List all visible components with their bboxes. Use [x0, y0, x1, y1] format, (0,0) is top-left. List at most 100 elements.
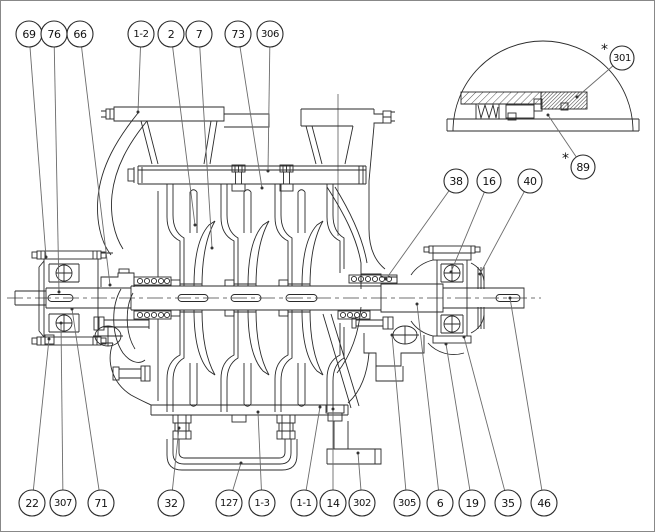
balloon-label: 305 — [398, 498, 416, 509]
leader-line — [81, 46, 111, 286]
leader-dot — [108, 283, 112, 287]
leader-line — [29, 46, 47, 258]
casing-tie-band-top — [127, 164, 367, 192]
leader-dot — [193, 223, 197, 227]
leader-dot — [508, 296, 512, 300]
balloon-label: 40 — [523, 175, 537, 188]
balloon-circle — [290, 489, 318, 517]
balloon-circle — [157, 489, 185, 517]
leader-dot — [318, 405, 322, 409]
balloon-label: 306 — [261, 29, 279, 40]
star-mark: * — [601, 42, 608, 58]
left-gland — [93, 268, 172, 382]
balloon-label: 1-3 — [254, 498, 269, 509]
leader-line — [479, 191, 525, 275]
balloon-circle — [530, 489, 558, 517]
balloon-circle — [248, 489, 276, 517]
callout-balloon-301: 301* — [575, 42, 635, 99]
balloon-circle — [476, 168, 502, 194]
balloon-label: 66 — [73, 28, 87, 41]
leader-dot — [384, 277, 388, 281]
leader-line — [357, 452, 362, 491]
balloon-circle — [517, 168, 543, 194]
balloon-label: 76 — [47, 28, 61, 41]
leader-dot — [59, 321, 63, 325]
leader-dot — [210, 246, 214, 250]
leader-dot — [415, 302, 419, 306]
impeller-stages-mirror — [167, 310, 344, 412]
balloon-label: 302 — [353, 498, 371, 509]
balloon-label: 73 — [231, 28, 245, 41]
leader-line — [385, 190, 450, 280]
leader-dot — [47, 337, 51, 341]
callout-balloon-307: 307 — [49, 321, 77, 517]
balloon-circle — [609, 45, 635, 71]
leader-dot — [390, 333, 394, 337]
centerline — [7, 94, 541, 299]
callout-balloon-38: 38 — [384, 168, 469, 281]
leader-dot — [239, 461, 243, 465]
balloon-label: 2 — [168, 28, 175, 41]
balloon-circle — [393, 489, 421, 517]
callout-balloon-89: 89 * — [546, 113, 596, 180]
balloon-label: 16 — [482, 175, 496, 188]
leader-line — [53, 46, 60, 293]
balloon-circle — [570, 154, 596, 180]
callout-balloon-7: 7 — [185, 20, 214, 250]
leader-line — [171, 427, 180, 491]
callout-balloon-302: 302 — [348, 451, 376, 517]
leader-line — [199, 46, 213, 249]
leader-line — [71, 308, 100, 491]
leader-dot — [256, 410, 260, 414]
callout-balloon-71: 71 — [70, 307, 115, 517]
leader-line — [509, 297, 543, 491]
balloon-circle — [443, 168, 469, 194]
callout-balloon-46: 46 — [508, 296, 558, 517]
balloon-circle — [256, 20, 284, 48]
balloon-label: 14 — [326, 497, 340, 510]
leader-dot — [356, 451, 360, 455]
balloon-label: 32 — [164, 497, 177, 510]
callout-balloon-40: 40 — [478, 168, 543, 276]
right-bearing-assembly — [410, 245, 485, 355]
leader-dot — [449, 270, 453, 274]
callout-balloon-14: 14 — [319, 407, 347, 517]
balloon-circle — [348, 489, 376, 517]
balloon-label: 71 — [94, 497, 107, 510]
balloon-label: 19 — [465, 497, 479, 510]
callout-balloon-19: 19 — [444, 342, 486, 517]
callout-balloon-66: 66 — [66, 20, 112, 287]
callout-balloon-73: 73 — [224, 20, 264, 190]
leader-line — [576, 65, 614, 98]
leader-line — [239, 46, 263, 189]
callout-balloon-69: 69 — [15, 20, 48, 259]
callout-balloon-1-2: 1-2 — [127, 20, 155, 114]
pump-casing — [97, 106, 425, 409]
leader-line — [463, 336, 506, 491]
leader-line — [32, 338, 50, 491]
callout-balloon-32: 32 — [157, 426, 185, 517]
leader-dot — [444, 342, 448, 346]
leader-line — [391, 334, 407, 491]
callout-balloon-1-1: 1-1 — [290, 405, 322, 517]
balloon-label: 69 — [22, 28, 36, 41]
balloon-label: 307 — [54, 498, 72, 509]
right-gland — [337, 274, 419, 345]
leader-dot — [546, 113, 550, 117]
leader-dot — [266, 169, 270, 173]
callout-balloon-2: 2 — [157, 20, 197, 227]
star-mark: * — [562, 151, 569, 167]
balloon-circle — [215, 489, 243, 517]
balloon-label: 89 — [576, 161, 590, 174]
leader-dot — [177, 426, 181, 430]
leader-line — [305, 406, 321, 491]
leader-dot — [462, 335, 466, 339]
balloon-label: 127 — [220, 498, 238, 509]
callout-balloon-16: 16 — [449, 168, 502, 274]
balloon-circle — [494, 489, 522, 517]
balloon-circle — [18, 489, 46, 517]
leader-dot — [478, 272, 482, 276]
callout-balloon-305: 305 — [390, 333, 421, 517]
